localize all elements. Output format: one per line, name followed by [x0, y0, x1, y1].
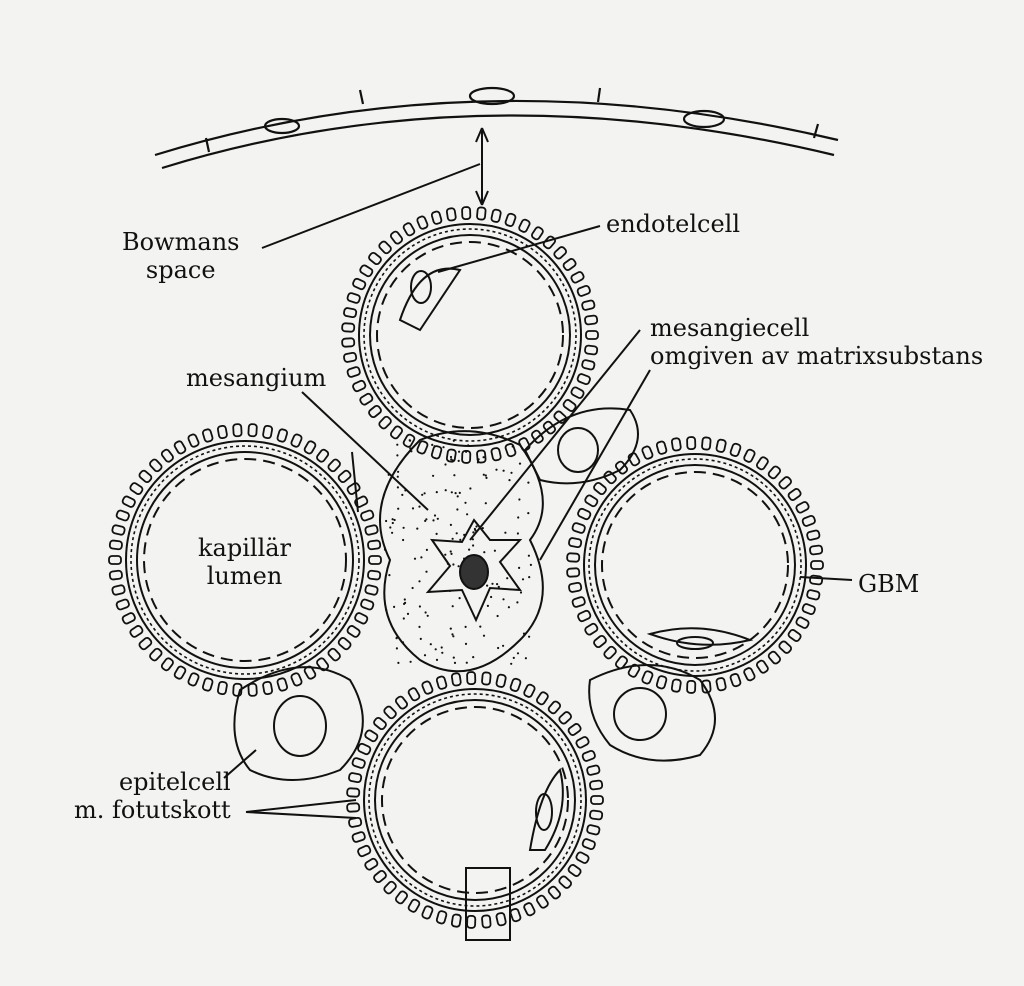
label-mesangiecell-line2: omgiven av matrixsubstans: [650, 342, 984, 370]
label-kapillar-lumen: kapillär lumen: [198, 534, 291, 590]
mesangial-nucleus: [459, 554, 489, 590]
label-mesangiecell-line1: mesangiecell: [650, 314, 810, 342]
capillary-loop-right: [566, 436, 824, 694]
matrix-dots: [383, 439, 533, 665]
label-mesangium: mesangium: [186, 364, 327, 392]
leader-lines: [223, 127, 853, 819]
label-epitelcell-line2: m. fotutskott: [74, 796, 231, 824]
capillary-loop-left: [108, 423, 382, 697]
label-kapillar-line1: kapillär: [198, 534, 292, 562]
bowman-capsule: [154, 86, 839, 170]
label-epitelcell-line1: epitelcell: [118, 768, 231, 796]
mesangium-region: [379, 430, 544, 673]
capillary-loop-top: [341, 206, 599, 464]
label-gbm: GBM: [858, 570, 920, 598]
label-mesangiecell: mesangiecell omgiven av matrixsubstans: [650, 314, 983, 370]
label-kapillar-line2: lumen: [206, 562, 283, 590]
label-bowmans-line2: space: [145, 256, 216, 284]
label-bowmans-line1: Bowmans: [122, 228, 240, 256]
label-bowmans-space: Bowmans space: [122, 228, 239, 284]
capillary-loop-bottom: [346, 671, 604, 929]
capillary-loops: [108, 206, 824, 929]
mesangial-cell: [425, 518, 523, 623]
label-endotelcell: endotelcell: [606, 210, 740, 238]
label-epitelcell: epitelcell m. fotutskott: [74, 768, 231, 824]
